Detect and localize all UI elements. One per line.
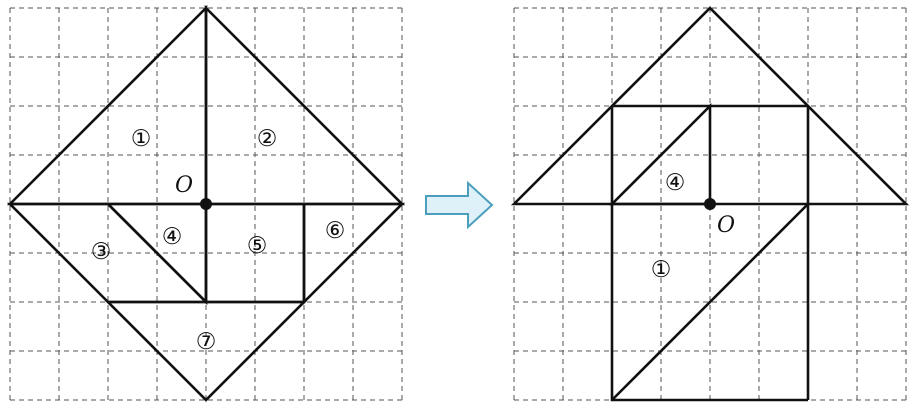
piece-7-left [104, 300, 308, 402]
point-o-right [704, 198, 716, 210]
point-o-left [200, 198, 212, 210]
right-pieces [510, 6, 910, 402]
label-piece-6-left: ⑥ [325, 218, 346, 244]
label-piece-1-right: ① [651, 257, 672, 283]
right-dashed-grid [513, 7, 907, 401]
piece-6-left [302, 202, 406, 306]
label-o-left: O [175, 173, 193, 198]
left-pieces [6, 4, 406, 402]
right-house-figure: O ④ ① [510, 6, 910, 402]
left-tangram-figure: O ① ② ③ ④ ⑤ ⑥ ⑦ [6, 4, 406, 402]
right-arrow-icon [425, 180, 494, 230]
label-piece-1-left: ① [131, 126, 152, 152]
label-piece-5-left: ⑤ [247, 233, 268, 259]
label-piece-4-right: ④ [665, 170, 686, 196]
label-piece-7-left: ⑦ [196, 329, 217, 355]
left-dashed-grid [9, 7, 403, 401]
label-o-right: O [717, 213, 735, 238]
label-piece-4-left: ④ [162, 224, 183, 250]
label-piece-3-left: ③ [91, 239, 112, 265]
piece-1-right-diagonal [611, 203, 809, 401]
piece-4-right [608, 102, 712, 206]
label-piece-2-left: ② [257, 126, 278, 152]
